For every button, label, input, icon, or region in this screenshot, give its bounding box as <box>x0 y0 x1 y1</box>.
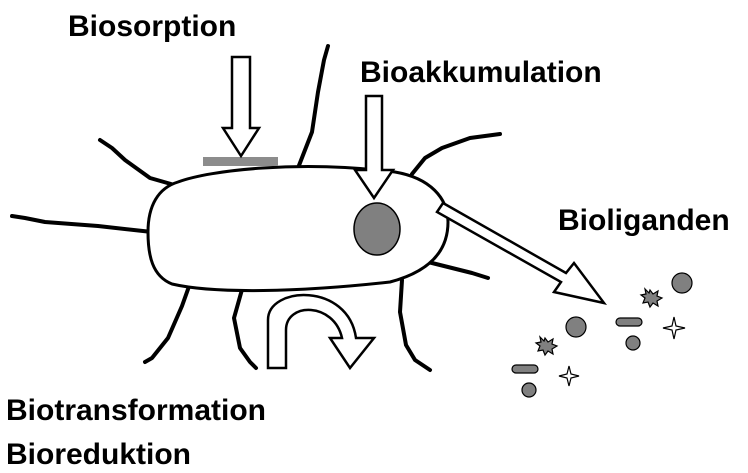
flagellum-bottom-mid <box>234 286 256 368</box>
flagellum-top-right <box>412 134 500 174</box>
ligand-burst-1 <box>641 289 662 307</box>
ligand-star-2 <box>559 366 579 386</box>
ligand-circle-2 <box>566 317 586 337</box>
ligand-circle-1 <box>672 273 692 293</box>
flagellum-top-middle <box>298 46 328 168</box>
flagellum-bottom-left <box>145 278 192 362</box>
ligand-star-1 <box>663 317 685 339</box>
biotransformation-arrow <box>268 295 374 368</box>
ligand-rod-1 <box>616 318 642 326</box>
ligand-circle-3 <box>626 336 640 350</box>
accumulated-particle <box>354 203 400 255</box>
ligand-burst-2 <box>536 337 557 355</box>
ligand-rod-2 <box>512 365 538 373</box>
biosorption-arrow <box>223 57 259 156</box>
flagellum-right-lower <box>428 262 488 278</box>
biotransformation-label: Biotransformation <box>6 396 266 426</box>
bioreduktion-label: Bioreduktion <box>6 440 191 470</box>
cell-body <box>148 167 448 291</box>
bioakkumulation-label: Bioakkumulation <box>360 58 602 88</box>
bioliganden-label: Bioliganden <box>558 206 730 236</box>
sorption-surface-bar <box>203 157 278 166</box>
ligand-circle-4 <box>522 383 536 397</box>
flagellum-left-upper <box>100 140 178 186</box>
flagellum-left-lower <box>12 216 152 232</box>
biosorption-label: Biosorption <box>68 12 236 42</box>
flagellum-bottom-right <box>400 280 430 370</box>
